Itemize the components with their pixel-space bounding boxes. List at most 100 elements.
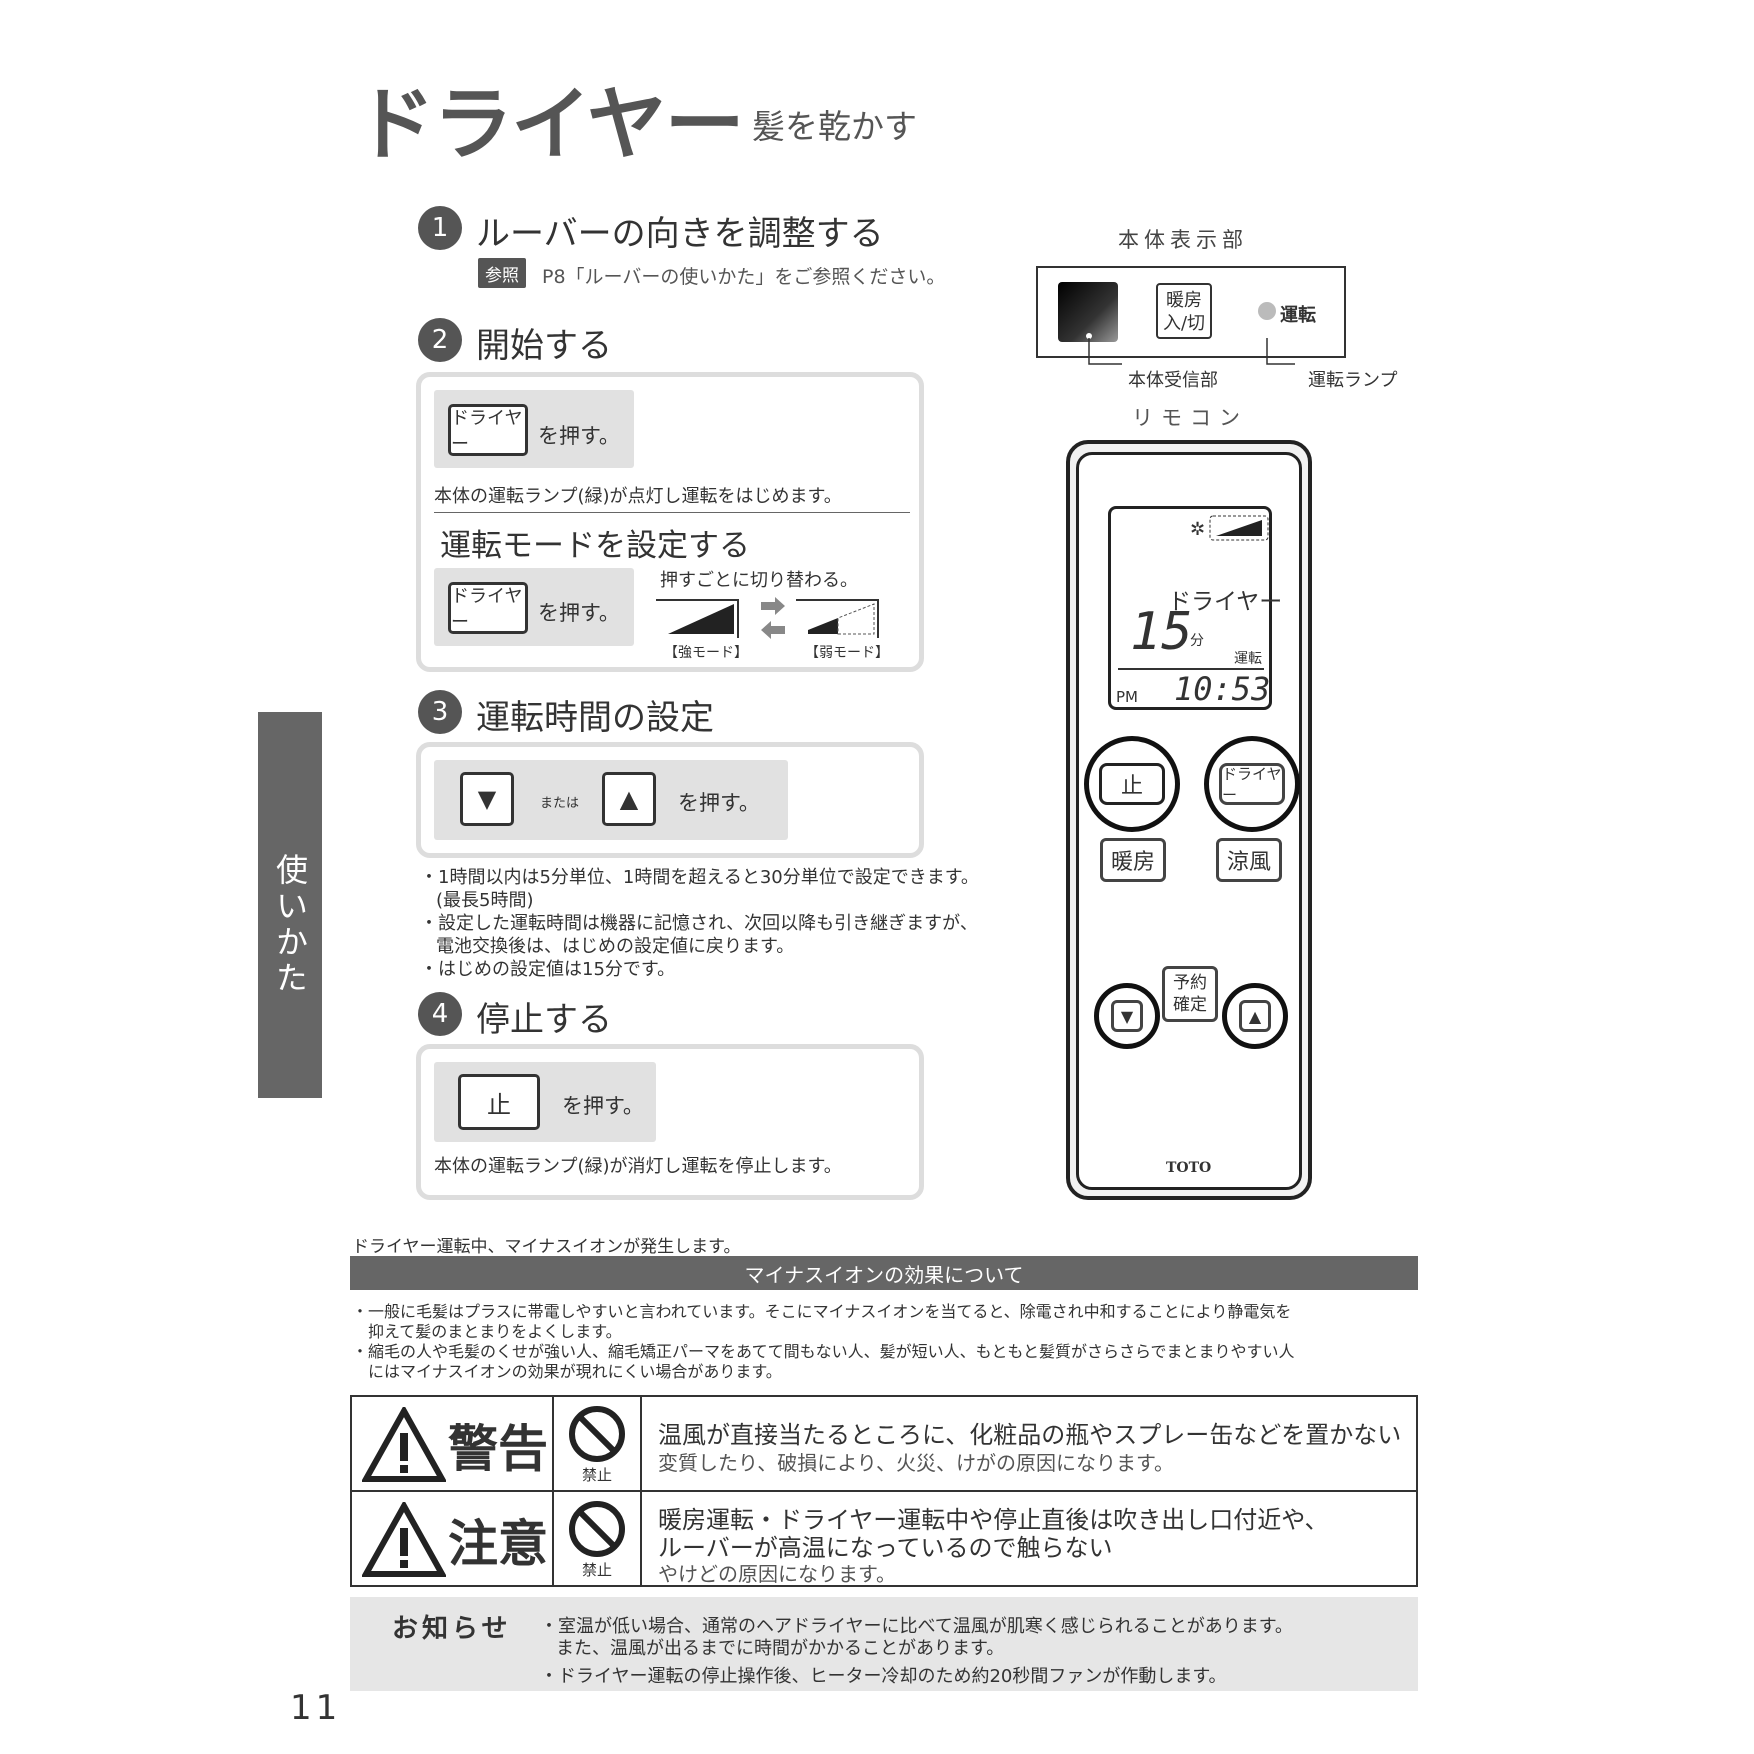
mode-title: 運転モードを設定する bbox=[440, 528, 750, 564]
caution-sub: やけどの原因になります。 bbox=[658, 1562, 896, 1586]
remote-dryer-button[interactable]: ドライヤー bbox=[1219, 763, 1285, 805]
lamp-label: 運転ランプ bbox=[1308, 370, 1398, 391]
step-1-title: ルーバーの向きを調整する bbox=[476, 214, 884, 254]
prohibited-icon bbox=[569, 1501, 625, 1557]
lcd-time: 10:53 bbox=[1174, 670, 1271, 708]
page-number: 11 bbox=[290, 1688, 342, 1728]
warning-sub: 変質したり、破損により、火災、けがの原因になります。 bbox=[658, 1451, 1174, 1475]
lcd-status: 運転 bbox=[1234, 651, 1262, 667]
notice-label: お知らせ bbox=[392, 1614, 512, 1644]
remote-stop-button[interactable]: 止 bbox=[1099, 763, 1165, 805]
operation-lamp bbox=[1258, 302, 1276, 320]
receiver-window bbox=[1058, 282, 1118, 342]
remote-heat-button[interactable]: 暖房 bbox=[1100, 838, 1166, 882]
page-subtitle: 髪を乾かす bbox=[752, 107, 917, 146]
remote-title: リモコン bbox=[1132, 406, 1248, 430]
remote-brand-logo: TOTO bbox=[1166, 1160, 1212, 1176]
lamp-text: 運転 bbox=[1280, 305, 1316, 326]
prohibit-label: 禁止 bbox=[581, 1466, 612, 1484]
side-tab: 使いかた bbox=[258, 712, 322, 1098]
mode-press: を押す。 bbox=[538, 601, 620, 625]
ion-intro: ドライヤー運転中、マイナスイオンが発生します。 bbox=[352, 1237, 741, 1257]
dryer-button-2: ドライヤー bbox=[448, 582, 528, 634]
or-label: または bbox=[540, 796, 580, 811]
step-4-press: を押す。 bbox=[562, 1094, 644, 1118]
remote-up-ring: ▲ bbox=[1222, 983, 1288, 1049]
lcd-mode: ドライヤー bbox=[1168, 589, 1283, 615]
step-4-desc: 本体の運転ランプ(緑)が消灯し運転を停止します。 bbox=[434, 1156, 842, 1177]
side-tab-label: 使いかた bbox=[271, 853, 309, 997]
remote-lcd bbox=[1108, 506, 1272, 710]
step-3-note-4: 電池交換後は、はじめの設定値に戻ります。 bbox=[436, 936, 795, 957]
up-button: ▲ bbox=[602, 772, 656, 826]
lcd-ampm: PM bbox=[1116, 688, 1138, 706]
up-triangle-icon: ▲ bbox=[1248, 1006, 1262, 1026]
strong-mode-label: 【強モード】 bbox=[664, 645, 748, 661]
fan-icon: ✲ bbox=[1190, 519, 1205, 540]
panel-callout-lines bbox=[1088, 338, 1295, 365]
lcd-minutes: 15 bbox=[1130, 602, 1193, 662]
step-1-reference: P8「ルーバーの使いかた」をご参照ください。 bbox=[542, 266, 946, 288]
panel-heat-line-2: 入/切 bbox=[1162, 313, 1206, 334]
step-3-note-2: (最長5時間) bbox=[436, 890, 534, 911]
step-2-divider bbox=[434, 512, 910, 513]
warning-label: 警告 bbox=[448, 1419, 548, 1478]
reference-book-icon: 参照 bbox=[478, 258, 526, 288]
step-3-note-5: ・はじめの設定値は15分です。 bbox=[420, 959, 676, 980]
remote-stop-ring: 止 bbox=[1084, 736, 1180, 832]
step-2-number: 2 bbox=[418, 318, 462, 362]
step-1-number: 1 bbox=[418, 206, 462, 250]
step-2-press: を押す。 bbox=[538, 424, 620, 448]
step-3-note-3: ・設定した運転時間は機器に記憶され、次回以降も引き継ぎますが、 bbox=[420, 913, 978, 934]
remote-down-button[interactable]: ▼ bbox=[1111, 1000, 1143, 1032]
warning-triangle-icon bbox=[362, 1406, 446, 1482]
step-3-press: を押す。 bbox=[678, 791, 760, 815]
prohibit-label: 禁止 bbox=[581, 1561, 612, 1579]
caution-main-1: 暖房運転・ドライヤー運転中や停止直後は吹き出し口付近や、 bbox=[658, 1506, 1329, 1534]
step-4-number: 4 bbox=[418, 992, 462, 1036]
ion-header-bar: マイナスイオンの効果について bbox=[350, 1256, 1418, 1290]
notice-line-3: ・ドライヤー運転の停止操作後、ヒーター冷却のため約20秒間ファンが作動します。 bbox=[540, 1666, 1227, 1687]
stop-button: 止 bbox=[458, 1074, 540, 1130]
ion-line-2: 抑えて髪のまとまりをよくします。 bbox=[368, 1322, 622, 1341]
remote-down-ring: ▼ bbox=[1094, 983, 1160, 1049]
ion-line-3: ・縮毛の人や毛髪のくせが強い人、縮毛矯正パーマをあてて間もない人、髪が短い人、も… bbox=[352, 1342, 1295, 1361]
ion-line-1: ・一般に毛髪はプラスに帯電しやすいと言われています。そこにマイナスイオンを当てる… bbox=[352, 1302, 1292, 1321]
weak-mode-icon bbox=[808, 618, 838, 634]
toggle-note: 押すごとに切り替わる。 bbox=[660, 570, 858, 591]
panel-heat-button: 暖房 入/切 bbox=[1156, 283, 1212, 339]
panel-title: 本体表示部 bbox=[1118, 228, 1248, 252]
mode-indicator-graphic bbox=[656, 597, 879, 639]
ion-line-4: にはマイナスイオンの効果が現れにくい場合があります。 bbox=[368, 1362, 782, 1381]
down-triangle-icon: ▼ bbox=[477, 785, 497, 813]
receiver-label: 本体受信部 bbox=[1128, 370, 1218, 391]
reserve-line-1: 予約 bbox=[1173, 973, 1207, 993]
notice-line-1: ・室温が低い場合、通常のヘアドライヤーに比べて温風が肌寒く感じられることがありま… bbox=[540, 1616, 1293, 1637]
step-3-note-1: ・1時間以内は5分単位、1時間を超えると30分単位で設定できます。 bbox=[420, 867, 979, 888]
page-title: ドライヤー bbox=[355, 78, 745, 171]
remote-reserve-button[interactable]: 予約 確定 bbox=[1162, 966, 1218, 1022]
warning-main: 温風が直接当たるところに、化粧品の瓶やスプレー缶などを置かない bbox=[658, 1421, 1402, 1449]
remote-cool-button[interactable]: 涼風 bbox=[1216, 838, 1282, 882]
down-button: ▼ bbox=[460, 772, 514, 826]
caution-label: 注意 bbox=[448, 1514, 548, 1573]
step-2-title: 開始する bbox=[476, 326, 612, 366]
arrow-left-icon bbox=[761, 621, 785, 639]
receiver-dot bbox=[1086, 333, 1092, 339]
step-3-title: 運転時間の設定 bbox=[476, 698, 714, 738]
warning-table: 警告 禁止 温風が直接当たるところに、化粧品の瓶やスプレー缶などを置かない 変質… bbox=[350, 1395, 1418, 1587]
arrow-right-icon bbox=[761, 597, 785, 615]
lcd-minute-unit: 分 bbox=[1190, 633, 1204, 649]
step-4-title: 停止する bbox=[476, 1000, 612, 1040]
main-unit-panel bbox=[1036, 266, 1346, 358]
notice-box bbox=[350, 1597, 1418, 1691]
remote-up-button[interactable]: ▲ bbox=[1239, 1000, 1271, 1032]
up-triangle-icon: ▲ bbox=[619, 785, 639, 813]
weak-mode-label: 【弱モード】 bbox=[805, 645, 889, 661]
caution-row: 注意 禁止 暖房運転・ドライヤー運転中や停止直後は吹き出し口付近や、 ルーバーが… bbox=[352, 1492, 1416, 1587]
remote-dryer-ring: ドライヤー bbox=[1204, 736, 1300, 832]
step-3-number: 3 bbox=[418, 690, 462, 734]
lcd-divider bbox=[1118, 668, 1264, 670]
step-2-desc: 本体の運転ランプ(緑)が点灯し運転をはじめます。 bbox=[434, 486, 842, 507]
reserve-line-2: 確定 bbox=[1173, 995, 1207, 1015]
